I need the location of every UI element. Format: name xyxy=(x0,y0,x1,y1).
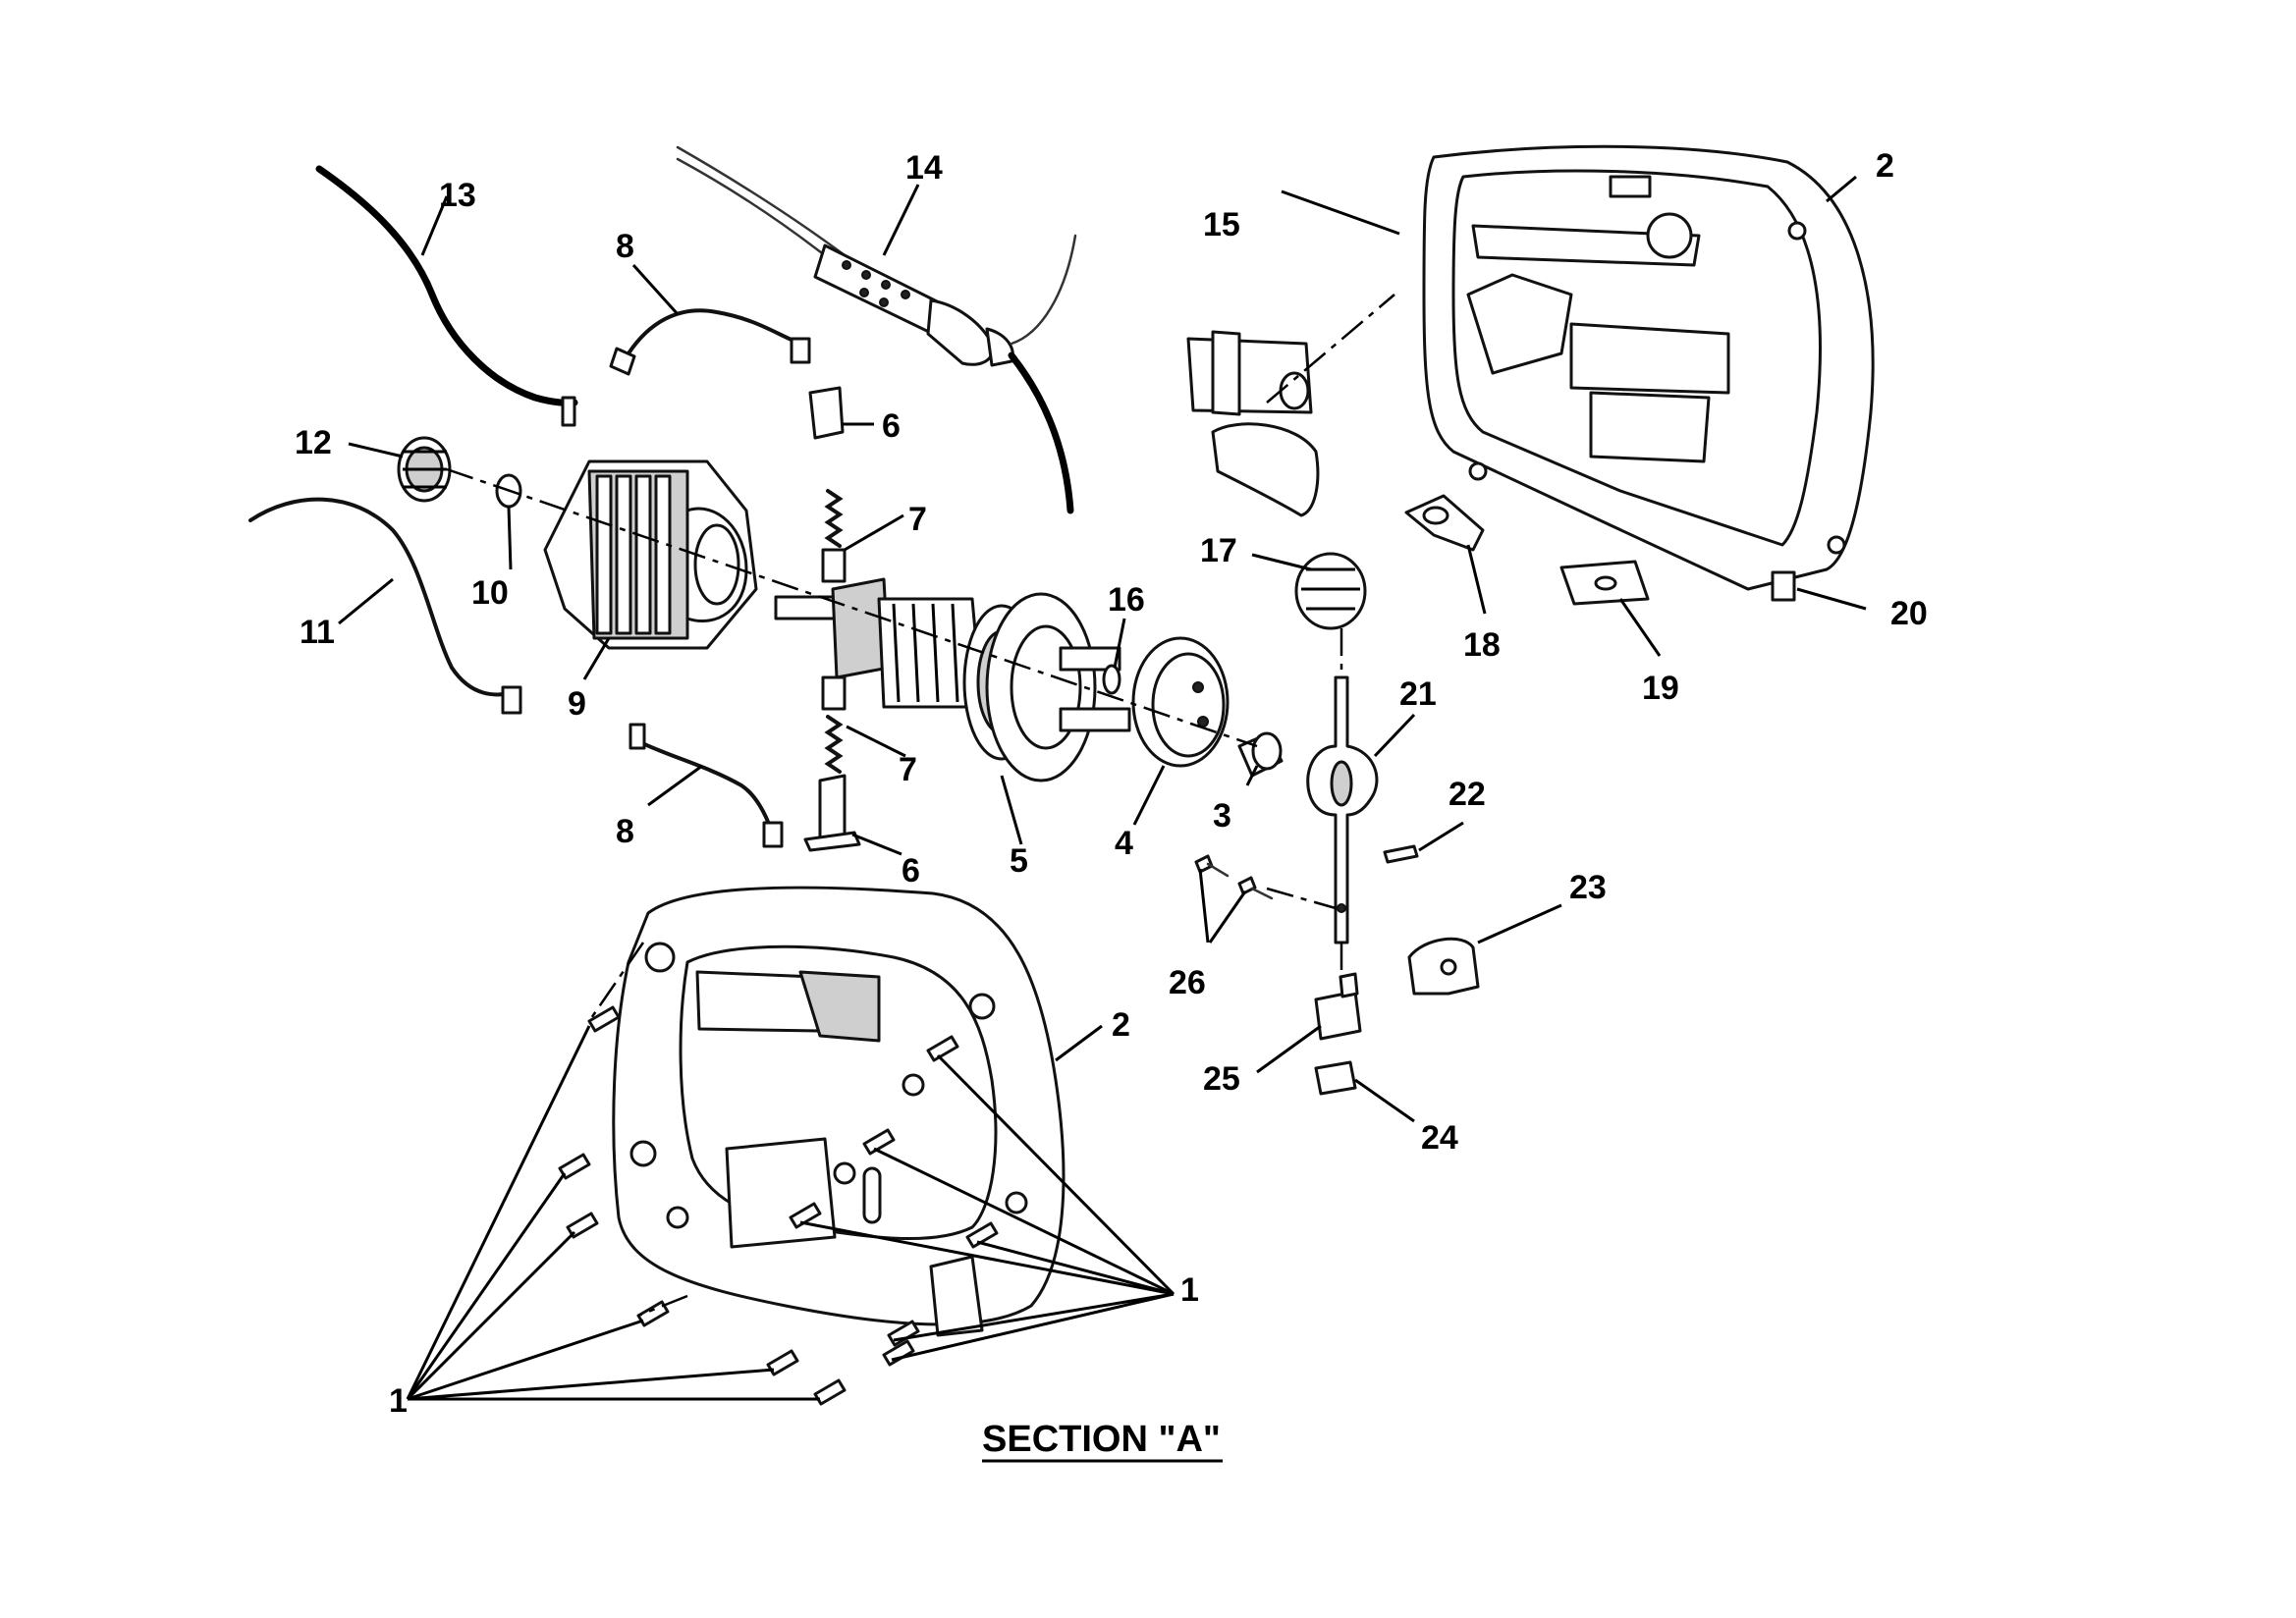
lever-18 xyxy=(1404,494,1485,552)
wire-11 xyxy=(248,497,522,715)
callout-10: 10 xyxy=(471,574,509,612)
callout-5: 5 xyxy=(1010,842,1028,880)
brush-holder-6-lower xyxy=(803,774,861,852)
housing-half-2-right xyxy=(1422,144,1875,591)
callout-25: 25 xyxy=(1203,1060,1240,1098)
callout-26: 26 xyxy=(1169,964,1206,1001)
callout-6-lower: 6 xyxy=(902,852,920,890)
brush-spring-7-lower xyxy=(821,675,847,774)
assembly-axis-lines xyxy=(446,294,1395,1318)
leader-lines xyxy=(338,175,1867,1401)
callout-8-upper: 8 xyxy=(616,228,634,265)
callout-24: 24 xyxy=(1421,1119,1458,1157)
callout-7-upper: 7 xyxy=(908,501,927,538)
callout-6-upper: 6 xyxy=(882,407,901,445)
armature-5 xyxy=(774,577,1131,782)
brush-spring-7-upper xyxy=(821,489,847,583)
callout-2-right: 2 xyxy=(1876,147,1894,185)
blade-clamp-25 xyxy=(1314,972,1362,1041)
callout-16: 16 xyxy=(1108,581,1145,619)
clip-24 xyxy=(1314,1060,1357,1096)
switch-15 xyxy=(1186,330,1320,517)
callout-21: 21 xyxy=(1399,675,1437,713)
wire-8-upper xyxy=(609,308,811,376)
callout-4: 4 xyxy=(1115,825,1133,862)
section-title: SECTION "A" xyxy=(982,1419,1223,1463)
wire-8-lower xyxy=(629,723,784,848)
part-20 xyxy=(1771,570,1796,602)
callout-20: 20 xyxy=(1890,595,1928,632)
plate-19 xyxy=(1559,560,1650,606)
pin-22 xyxy=(1383,844,1419,864)
washer-16 xyxy=(1102,664,1121,695)
screws-26 xyxy=(1194,854,1274,900)
callout-14: 14 xyxy=(905,149,943,187)
gear-4 xyxy=(1131,636,1230,768)
plunger-21 xyxy=(1306,675,1379,944)
callout-1-right: 1 xyxy=(1180,1271,1199,1309)
callout-18: 18 xyxy=(1463,626,1501,664)
bushing-3 xyxy=(1237,731,1284,778)
brush-holder-6-upper xyxy=(808,386,845,440)
wire-13 xyxy=(315,165,578,427)
callout-22: 22 xyxy=(1449,776,1486,813)
field-stator-9 xyxy=(543,459,758,650)
callout-2-left: 2 xyxy=(1112,1006,1130,1044)
callout-labels: 13 14 8 15 2 6 12 7 17 10 16 11 18 20 21… xyxy=(295,147,1928,1420)
callout-7-lower: 7 xyxy=(899,751,917,788)
housing-half-2-left xyxy=(612,886,1066,1337)
power-cord-14 xyxy=(676,145,1077,514)
callout-11: 11 xyxy=(300,614,335,651)
bearing-12 xyxy=(397,436,452,503)
callout-1-left: 1 xyxy=(389,1382,408,1420)
callout-23: 23 xyxy=(1569,869,1607,906)
callout-8-lower: 8 xyxy=(616,813,634,850)
callout-3: 3 xyxy=(1213,797,1231,835)
section-title-text: SECTION "A" xyxy=(982,1419,1221,1460)
callout-9: 9 xyxy=(568,685,586,723)
callout-12: 12 xyxy=(295,424,332,461)
callout-19: 19 xyxy=(1642,670,1679,707)
callout-15: 15 xyxy=(1203,206,1240,243)
cam-17 xyxy=(1294,552,1367,630)
guard-23 xyxy=(1407,937,1480,996)
callout-17: 17 xyxy=(1200,532,1237,569)
callout-13: 13 xyxy=(439,177,476,214)
